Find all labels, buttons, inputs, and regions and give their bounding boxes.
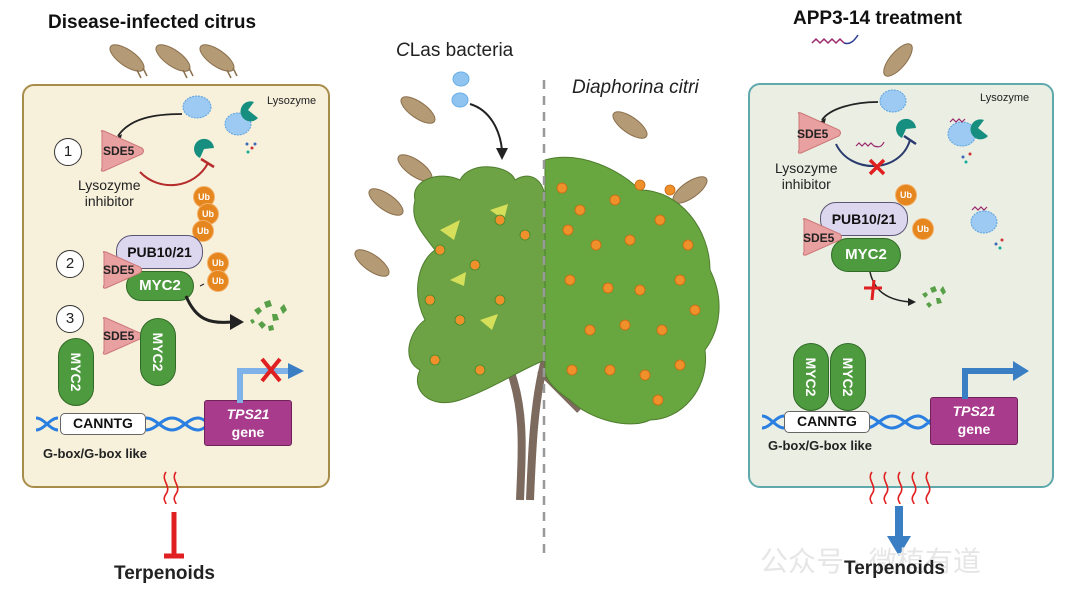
- infection-arrow: [469, 103, 503, 151]
- right-panel-title: APP3-14 treatment: [793, 8, 962, 29]
- degraded-fragments-icon: [250, 300, 287, 331]
- ubiquitin-icon: Ub: [207, 270, 229, 292]
- clas-bacterium-icon: [452, 71, 470, 87]
- left-step-1-badge: 1: [54, 138, 82, 166]
- degraded-fragments-icon: [922, 286, 946, 308]
- left-step-3-badge: 3: [56, 305, 84, 333]
- clas-bacterium-icon: [182, 95, 212, 119]
- red-x-icon: [864, 279, 882, 301]
- left-myc2: MYC2: [126, 271, 194, 301]
- ubiquitin-icon: Ub: [895, 184, 917, 206]
- right-tps21-gene: TPS21 gene: [930, 397, 1018, 445]
- right-sde5-label: SDE5: [797, 127, 829, 141]
- right-sde5-label-2: SDE5: [803, 231, 835, 245]
- clas-bacterium-icon: [451, 92, 469, 108]
- dna-helix: [761, 414, 939, 430]
- promotion-arrow-icon: [887, 506, 911, 556]
- sde5-icon: [802, 218, 842, 256]
- lysozyme-icon: [240, 101, 258, 122]
- red-x-icon: [868, 158, 886, 176]
- right-volatile-icon: [869, 471, 931, 505]
- clas-rest: Las bacteria: [409, 40, 514, 61]
- right-lysozyme-inhibitor-line1: Lysozyme: [775, 160, 838, 176]
- right-tps21-label: TPS21: [952, 403, 996, 419]
- right-myc2: MYC2: [831, 238, 901, 272]
- left-lysozyme-inhibitor-line2: inhibitor: [84, 193, 134, 209]
- psyllid-icon: [109, 44, 148, 79]
- right-canntg-box: CANNTG: [784, 411, 870, 433]
- right-myc2-dimer-b-label: MYC2: [840, 357, 856, 397]
- clas-bacteria-label: CLas bacteria: [396, 40, 513, 62]
- left-step-2-badge: 2: [56, 250, 84, 278]
- left-panel-title: Disease-infected citrus: [48, 12, 257, 33]
- ubiquitin-icon: Ub: [192, 220, 214, 242]
- left-sde5-label-2: SDE5: [103, 263, 135, 277]
- right-myc2-dimer-a-label: MYC2: [803, 357, 819, 397]
- left-sde5-label-3: SDE5: [103, 329, 135, 343]
- sde5-icon: [100, 130, 144, 172]
- right-pub10-21: PUB10/21: [820, 202, 908, 236]
- left-myc2-free-label: MYC2: [150, 332, 166, 372]
- lysozyme-icon: [194, 138, 214, 158]
- clas-bacterium-icon: [970, 210, 998, 234]
- left-terpenoids-label: Terpenoids: [114, 563, 215, 584]
- left-gbox-label: G-box/G-box like: [43, 446, 148, 461]
- left-myc2-bound: MYC2: [58, 338, 94, 406]
- psyllid-icon: [883, 43, 913, 77]
- active-transcription-arrow: [962, 361, 1029, 399]
- bacterium-to-sde5-arrow: [117, 113, 183, 137]
- left-canntg-box: CANNTG: [60, 413, 146, 435]
- watermark: 公众号 · 微植有道: [760, 546, 981, 577]
- clas-italic-c: C: [396, 40, 410, 61]
- right-gene-label: gene: [957, 421, 991, 437]
- clas-bacterium-icon: [879, 89, 907, 113]
- sde5-inhibits-lysozyme-line: [139, 162, 209, 187]
- blocked-transcription-arrow: [237, 357, 304, 403]
- psyllid-icon: [612, 111, 648, 139]
- left-tps21-label: TPS21: [226, 406, 270, 422]
- red-x-icon: [260, 357, 282, 383]
- left-sde5-label: SDE5: [103, 144, 135, 158]
- psyllid-icon: [354, 249, 390, 277]
- left-volatile-icon: [163, 471, 179, 505]
- sde5-icon: [797, 112, 841, 154]
- degradation-arrow: [184, 283, 287, 331]
- left-lysozyme-inhibitor-label: Lysozyme inhibitor: [78, 177, 141, 209]
- left-myc2-bound-label: MYC2: [68, 352, 84, 392]
- left-gene-label: gene: [231, 424, 265, 440]
- center-tree-illustration: [354, 71, 720, 560]
- right-gbox-label: G-box/G-box like: [768, 438, 873, 453]
- lysozyme-icon: [896, 118, 916, 138]
- psyllid-icon: [199, 44, 238, 79]
- ubiquitin-icon: Ub: [912, 218, 934, 240]
- left-lysozyme-inhibitor-line1: Lysozyme: [78, 177, 141, 193]
- right-myc2-dimer-b: MYC2: [830, 343, 866, 411]
- right-lysozyme-inhibitor-label: Lysozyme inhibitor: [775, 160, 838, 192]
- psyllid-icon: [155, 44, 194, 79]
- app3-14-peptide-icon: [811, 34, 859, 45]
- right-lysozyme-inhibitor-line2: inhibitor: [781, 176, 831, 192]
- diaphorina-citri-label: Diaphorina citri: [572, 77, 699, 98]
- inhibition-bar-icon: [164, 512, 184, 559]
- left-myc2-free: MYC2: [140, 318, 176, 386]
- app3-14-peptide-icon: [855, 141, 885, 148]
- blocked-degradation-arrow: [864, 271, 946, 308]
- psyllid-group-left: [109, 44, 238, 79]
- lysozyme-icon: [970, 119, 988, 140]
- right-myc2-dimer-a: MYC2: [793, 343, 829, 411]
- psyllid-icon: [368, 188, 404, 216]
- right-lysozyme-interaction: [816, 89, 1004, 250]
- sde5-icon: [102, 251, 142, 289]
- left-lysozyme-label: Lysozyme: [267, 95, 317, 107]
- right-terpenoids-label: Terpenoids: [844, 558, 945, 579]
- psyllid-icon: [400, 96, 436, 124]
- right-lysozyme-label: Lysozyme: [980, 92, 1030, 104]
- left-tps21-gene: TPS21 gene: [204, 400, 292, 446]
